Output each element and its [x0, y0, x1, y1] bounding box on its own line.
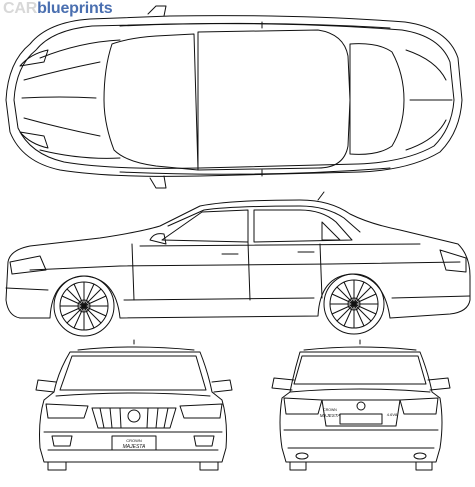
front-fog-right — [193, 435, 215, 447]
rear-badge-right: 4.6V8 — [387, 412, 398, 417]
side-wheel-front — [53, 275, 115, 337]
front-view: CROWN MAJESTA — [35, 339, 233, 471]
front-mirror-left — [35, 379, 57, 393]
rear-tire-right — [415, 461, 433, 471]
top-hood-line-upper — [39, 39, 121, 59]
rear-badge-bottom: MAJESTA — [320, 413, 340, 418]
top-view — [5, 5, 463, 189]
rear-badge-top: CROWN — [323, 408, 337, 412]
side-antenna — [317, 191, 325, 201]
top-rear-window — [349, 43, 405, 155]
front-headlight-left — [45, 403, 89, 419]
rear-exhaust-left — [295, 452, 309, 460]
front-fog-left — [51, 435, 73, 447]
top-side-line-lower — [119, 167, 391, 175]
side-roof-line — [167, 205, 361, 233]
front-badge-top: CROWN — [126, 438, 142, 443]
top-mirror-right — [149, 175, 167, 189]
rear-trunk-lid — [321, 399, 401, 427]
side-door-front — [131, 241, 251, 301]
front-badge-bottom: MAJESTA — [123, 444, 146, 450]
side-wheel-rear — [323, 273, 385, 335]
front-grille-bars — [99, 407, 169, 429]
side-headlight — [9, 255, 47, 275]
rear-mirror-right — [427, 377, 451, 391]
rear-taillight-left — [283, 397, 323, 415]
rear-deck-line — [289, 388, 431, 393]
rear-plate — [339, 413, 383, 425]
side-rear-bumper — [391, 295, 471, 299]
top-headlight-left — [19, 49, 49, 67]
front-tire-left — [47, 461, 67, 471]
side-mirror — [149, 233, 167, 245]
front-tire-right — [199, 461, 219, 471]
side-rocker — [123, 297, 315, 301]
side-character-line — [29, 261, 461, 271]
rear-emblem — [356, 401, 366, 411]
front-windshield — [59, 355, 207, 391]
top-headlight-right — [19, 131, 49, 149]
rear-roof-line — [303, 346, 417, 351]
side-front-window — [161, 209, 249, 243]
rear-exhaust-right — [413, 452, 427, 460]
watermark-blueprints: blueprints — [37, 0, 113, 17]
top-hood-crease-b — [23, 117, 101, 137]
top-roof — [197, 29, 351, 171]
front-roof-line — [77, 346, 195, 351]
rear-view: CROWN MAJESTA 4.6V8 — [271, 339, 451, 471]
top-hood-crease-a — [23, 61, 101, 81]
front-body-outline — [39, 351, 227, 463]
watermark-car: CAR — [3, 0, 38, 17]
rear-bumper — [283, 429, 439, 449]
top-hood-line-lower — [39, 149, 121, 159]
front-mirror-right — [211, 379, 233, 393]
side-body-outline — [5, 199, 471, 319]
rear-body-outline — [279, 351, 443, 463]
side-quarter-window — [321, 221, 341, 241]
top-hood-center — [21, 96, 97, 99]
top-trunk-line-b — [405, 119, 447, 151]
rear-tire-left — [289, 461, 307, 471]
side-front-bumper — [5, 287, 49, 291]
side-belt-line — [139, 243, 421, 247]
side-door-rear — [319, 243, 323, 299]
top-windshield — [103, 33, 199, 171]
top-side-line-upper — [119, 22, 391, 29]
front-emblem — [127, 409, 141, 423]
rear-mirror-left — [271, 377, 295, 391]
top-mirror-left — [147, 5, 167, 17]
side-taillight — [439, 249, 467, 273]
rear-taillight-right — [399, 397, 439, 415]
top-trunk-line-a — [405, 49, 447, 81]
side-view — [5, 191, 471, 337]
front-headlight-right — [179, 403, 223, 419]
watermark-logo: CARblueprints — [3, 0, 113, 18]
rear-window — [293, 355, 427, 385]
front-plate — [111, 435, 157, 451]
top-body-outline — [5, 15, 463, 177]
side-rear-window — [253, 209, 353, 243]
front-hood-line — [55, 392, 211, 397]
front-grille — [91, 407, 177, 429]
